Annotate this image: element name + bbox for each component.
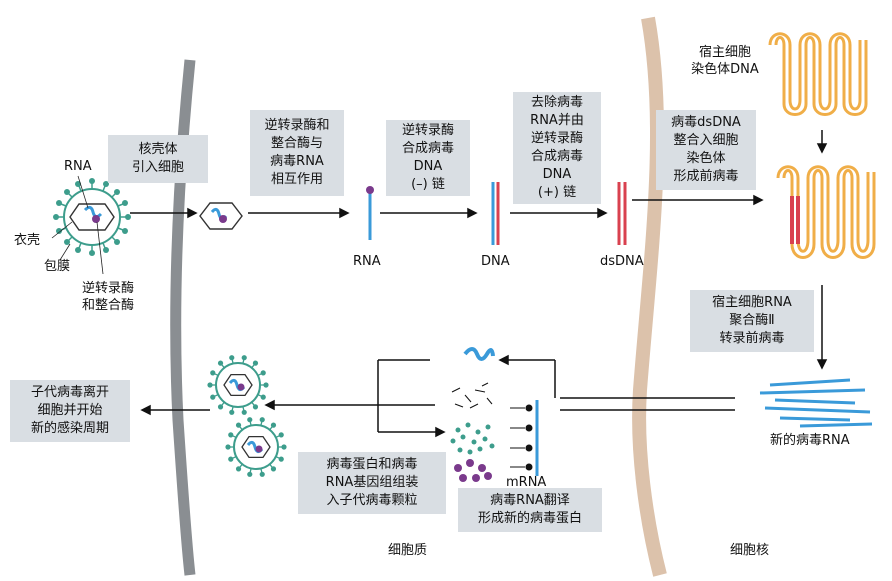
mrna-with-ribosomes	[510, 400, 539, 476]
step-rt-interaction: 逆转录酶和 整合酶与 病毒RNA 相互作用	[250, 110, 344, 196]
host-chromosome	[768, 32, 868, 116]
incoming-virion	[53, 178, 131, 256]
label-nucleus: 细胞核	[730, 543, 770, 558]
flow-arrows	[130, 130, 828, 438]
enzyme-proteins	[454, 459, 492, 482]
dna-minus-strand	[491, 182, 500, 245]
step-integration: 病毒dsDNA 整合入细胞 染色体 形成前病毒	[656, 110, 756, 190]
label-cytoplasm: 细胞质	[388, 543, 428, 558]
step-plus-strand: 去除病毒 RNA并由 逆转录酶 合成病毒 DNA (+) 链	[513, 92, 601, 204]
label-capsid: 衣壳	[14, 233, 41, 248]
new-viral-rna	[759, 378, 873, 428]
provirus-chromosome	[776, 165, 876, 259]
label-dsdna: dsDNA	[600, 254, 644, 269]
nucleocapsid	[199, 202, 243, 230]
rna-fragments	[451, 382, 493, 409]
step-translation: 病毒RNA翻译 形成新的病毒蛋白	[458, 488, 602, 532]
label-dna-strand: DNA	[481, 254, 510, 269]
dsdna-strand	[617, 182, 627, 245]
label-enzymes: 逆转录酶 和整合酶	[81, 281, 134, 313]
virion-callout-lines	[51, 175, 104, 275]
step-minus-strand: 逆转录酶 合成病毒 DNA (–) 链	[386, 120, 470, 196]
nuclear-membrane	[632, 16, 667, 577]
genome-rna-squiggle	[463, 347, 495, 361]
step-capsid-entry: 核壳体 引入细胞	[108, 135, 208, 183]
rna-strand	[366, 186, 374, 240]
label-virion-rna: RNA	[64, 159, 92, 174]
capsid-proteins	[450, 422, 495, 455]
progeny-virion-2	[225, 417, 287, 477]
label-envelope: 包膜	[44, 259, 71, 274]
label-rna-strand: RNA	[353, 254, 381, 269]
step-assembly: 病毒蛋白和病毒 RNA基因组组装 入子代病毒颗粒	[298, 452, 446, 514]
label-mrna: mRNA	[506, 475, 547, 490]
label-new-viral-rna: 新的病毒RNA	[770, 433, 850, 448]
progeny-virion-1	[207, 355, 269, 415]
label-host-chromosome: 宿主细胞 染色体DNA	[691, 45, 759, 77]
step-release: 子代病毒离开 细胞并开始 新的感染周期	[10, 380, 130, 442]
step-transcription: 宿主细胞RNA 聚合酶Ⅱ 转录前病毒	[690, 290, 814, 352]
progeny-virions	[207, 355, 287, 477]
